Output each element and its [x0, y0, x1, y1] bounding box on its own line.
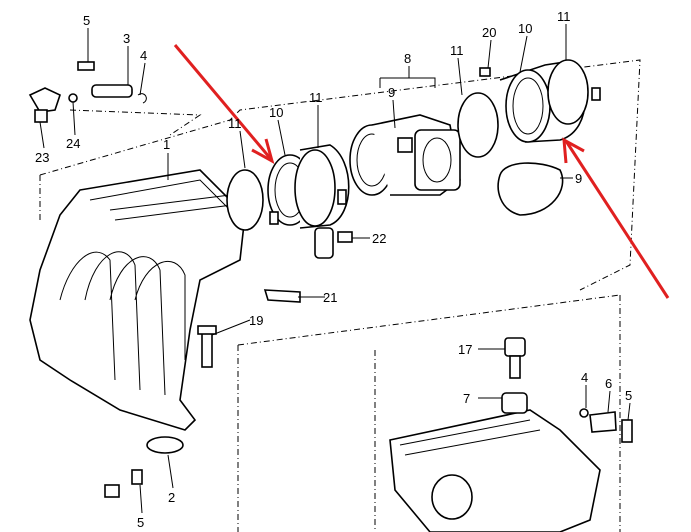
- intake-manifold: [29, 169, 246, 454]
- callout-label: 9: [575, 171, 582, 186]
- callout-label: 7: [463, 391, 470, 406]
- callout-label: 24: [66, 136, 80, 151]
- assembly-outline-small: [69, 109, 202, 136]
- throttle-body: [349, 114, 461, 196]
- callout-label: 1: [163, 137, 170, 152]
- assembly-outline-lower: [237, 294, 621, 532]
- lower-intake-manifold: [389, 337, 633, 532]
- callout-label: 6: [605, 376, 612, 391]
- callout-label: 23: [35, 150, 49, 165]
- callout-label: 4: [581, 370, 588, 385]
- callout-label: 8: [404, 51, 411, 66]
- callout-label: 2: [168, 490, 175, 505]
- callout-label: 5: [137, 515, 144, 530]
- callout-label: 5: [83, 13, 90, 28]
- callout-label: 5: [625, 388, 632, 403]
- callout-label: 20: [482, 25, 496, 40]
- callout-label: 19: [249, 313, 263, 328]
- callout-label: 10: [269, 105, 283, 120]
- highlight-arrow-left: [173, 44, 275, 165]
- callout-labels: 5 3 4 23 24 1 11 10 11 8 9 11 20 10 11 9…: [35, 9, 632, 530]
- callout-label: 21: [323, 290, 337, 305]
- callout-label: 9: [388, 85, 395, 100]
- callout-label: 17: [458, 342, 472, 357]
- callout-label: 11: [309, 90, 323, 105]
- intake-boot-right: [457, 59, 601, 216]
- leader-lines: [39, 24, 631, 514]
- assembly-outline-upper: [39, 59, 641, 291]
- callout-label: 11: [228, 116, 242, 131]
- callout-label: 22: [372, 231, 386, 246]
- highlight-arrow-right: [562, 137, 670, 299]
- callout-label: 11: [450, 43, 464, 58]
- intake-boot-left: [226, 144, 350, 231]
- callout-label: 4: [140, 48, 147, 63]
- small-hardware: [28, 61, 353, 498]
- callout-label: 10: [518, 21, 532, 36]
- callout-label: 3: [123, 31, 130, 46]
- callout-label: 11: [557, 9, 571, 24]
